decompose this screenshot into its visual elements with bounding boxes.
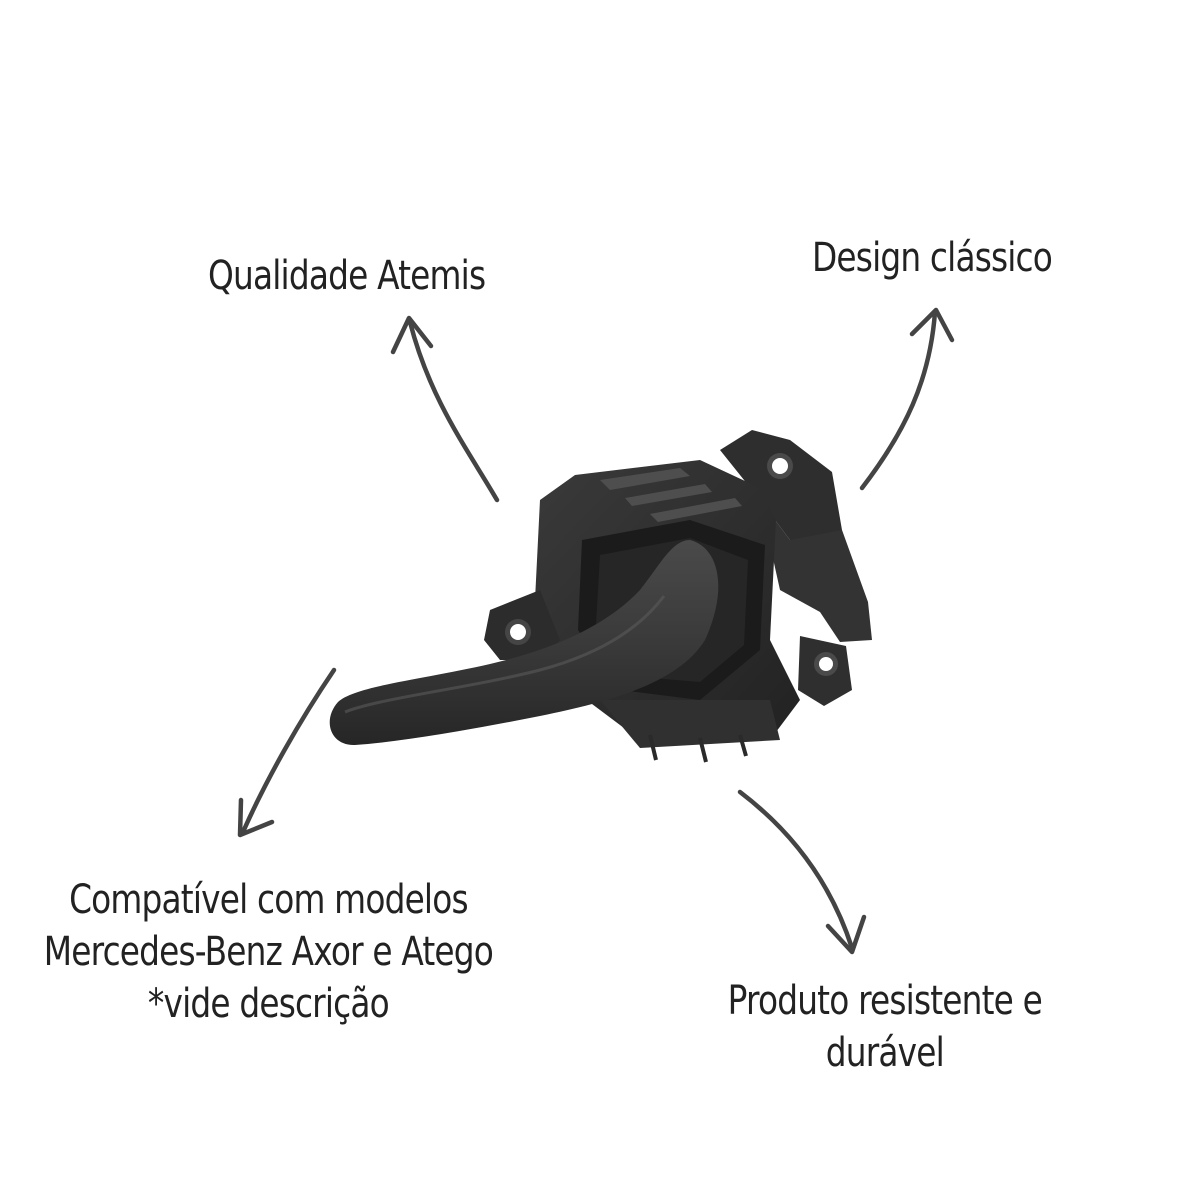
callout-compatibility-line3: *vide descrição bbox=[147, 981, 390, 1027]
callout-quality: Qualidade Atemis bbox=[208, 250, 486, 302]
handle-lever bbox=[329, 540, 719, 746]
callout-design: Design clássico bbox=[812, 232, 1053, 284]
callout-durability: Produto resistente e durável bbox=[688, 975, 1082, 1079]
callout-compatibility-line2: Mercedes-Benz Axor e Atego bbox=[43, 929, 494, 975]
arrow-design-icon bbox=[859, 307, 955, 491]
arrow-durability-icon bbox=[737, 789, 867, 955]
arrow-quality-icon bbox=[390, 315, 500, 503]
mount-bracket bbox=[720, 430, 872, 706]
callout-durability-line2: durável bbox=[825, 1030, 945, 1076]
callout-design-text: Design clássico bbox=[812, 235, 1053, 281]
callout-quality-text: Qualidade Atemis bbox=[208, 253, 486, 299]
callout-compatibility: Compatível com modelos Mercedes-Benz Axo… bbox=[6, 874, 531, 1030]
callout-durability-line1: Produto resistente e bbox=[727, 978, 1043, 1024]
left-mount-tab bbox=[484, 590, 560, 660]
callout-compatibility-line1: Compatível com modelos bbox=[69, 877, 468, 923]
arrow-compatibility-icon bbox=[237, 667, 337, 838]
